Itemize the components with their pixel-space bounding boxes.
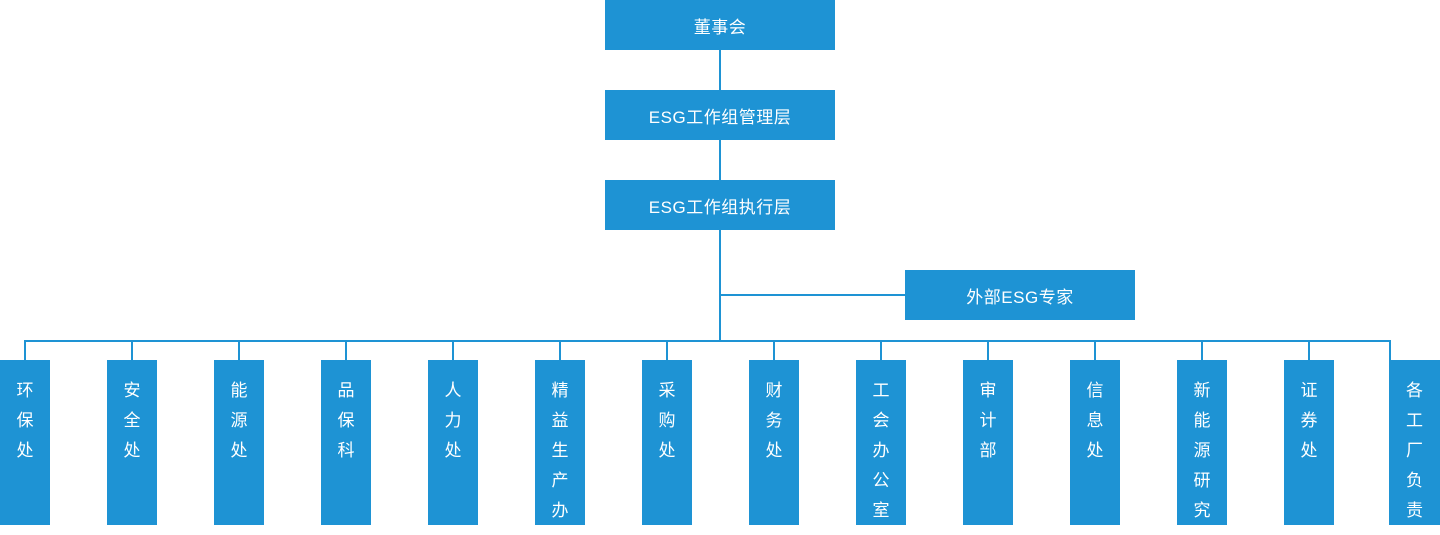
node-external-esg-expert[interactable]: 外部ESG专家 xyxy=(905,270,1135,320)
node-esg-execution-label: ESG工作组执行层 xyxy=(648,197,792,217)
node-department-environment[interactable]: 环保处 xyxy=(0,360,50,525)
connector-department-14 xyxy=(1389,340,1391,360)
department-bus-bar xyxy=(25,340,1390,342)
node-department-label: 新能源研究院 xyxy=(1193,381,1211,535)
connector-board-to-management xyxy=(719,50,721,90)
connector-department-10 xyxy=(987,340,989,360)
connector-department-8 xyxy=(773,340,775,360)
node-department-new-energy-institute[interactable]: 新能源研究院 xyxy=(1177,360,1227,535)
node-department-label: 人力处 xyxy=(444,381,462,460)
node-department-label: 财务处 xyxy=(765,381,783,460)
node-department-human-resources[interactable]: 人力处 xyxy=(428,360,478,525)
connector-department-4 xyxy=(345,340,347,360)
node-department-quality-assurance[interactable]: 品保科 xyxy=(321,360,371,525)
connector-department-9 xyxy=(880,340,882,360)
node-department-label: 审计部 xyxy=(979,381,997,460)
connector-department-5 xyxy=(452,340,454,360)
node-esg-execution[interactable]: ESG工作组执行层 xyxy=(605,180,835,230)
node-department-procurement[interactable]: 采购处 xyxy=(642,360,692,525)
connector-execution-to-advisor xyxy=(719,294,906,296)
node-department-energy[interactable]: 能源处 xyxy=(214,360,264,525)
connector-department-1 xyxy=(24,340,26,360)
node-department-audit[interactable]: 审计部 xyxy=(963,360,1013,525)
connector-department-3 xyxy=(238,340,240,360)
node-department-label: 能源处 xyxy=(230,381,248,460)
connector-department-6 xyxy=(559,340,561,360)
node-esg-management-label: ESG工作组管理层 xyxy=(648,107,792,127)
node-department-label: 采购处 xyxy=(658,381,676,460)
connector-department-2 xyxy=(131,340,133,360)
connector-department-12 xyxy=(1201,340,1203,360)
node-department-union-office[interactable]: 工会办公室 xyxy=(856,360,906,525)
node-department-securities[interactable]: 证券处 xyxy=(1284,360,1334,525)
connector-execution-trunk xyxy=(719,230,721,341)
node-board-label: 董事会 xyxy=(693,17,747,37)
node-department-label: 环保处 xyxy=(16,381,34,460)
node-department-finance[interactable]: 财务处 xyxy=(749,360,799,525)
node-department-label: 证券处 xyxy=(1300,381,1318,460)
node-department-information[interactable]: 信息处 xyxy=(1070,360,1120,525)
connector-department-7 xyxy=(666,340,668,360)
node-department-factory-leaders[interactable]: 各工厂负责人 xyxy=(1389,360,1440,535)
node-department-label: 安全处 xyxy=(123,381,141,460)
node-department-lean-production[interactable]: 精益生产办 xyxy=(535,360,585,525)
node-esg-management[interactable]: ESG工作组管理层 xyxy=(605,90,835,140)
node-department-label: 各工厂负责人 xyxy=(1406,381,1423,535)
node-board[interactable]: 董事会 xyxy=(605,0,835,50)
node-department-safety[interactable]: 安全处 xyxy=(107,360,157,525)
node-external-esg-expert-label: 外部ESG专家 xyxy=(966,287,1074,307)
connector-management-to-execution xyxy=(719,140,721,180)
connector-department-11 xyxy=(1094,340,1096,360)
node-department-label: 品保科 xyxy=(337,381,355,460)
node-department-label: 精益生产办 xyxy=(551,381,569,520)
node-department-label: 工会办公室 xyxy=(872,381,890,520)
connector-department-13 xyxy=(1308,340,1310,360)
node-department-label: 信息处 xyxy=(1086,381,1104,460)
